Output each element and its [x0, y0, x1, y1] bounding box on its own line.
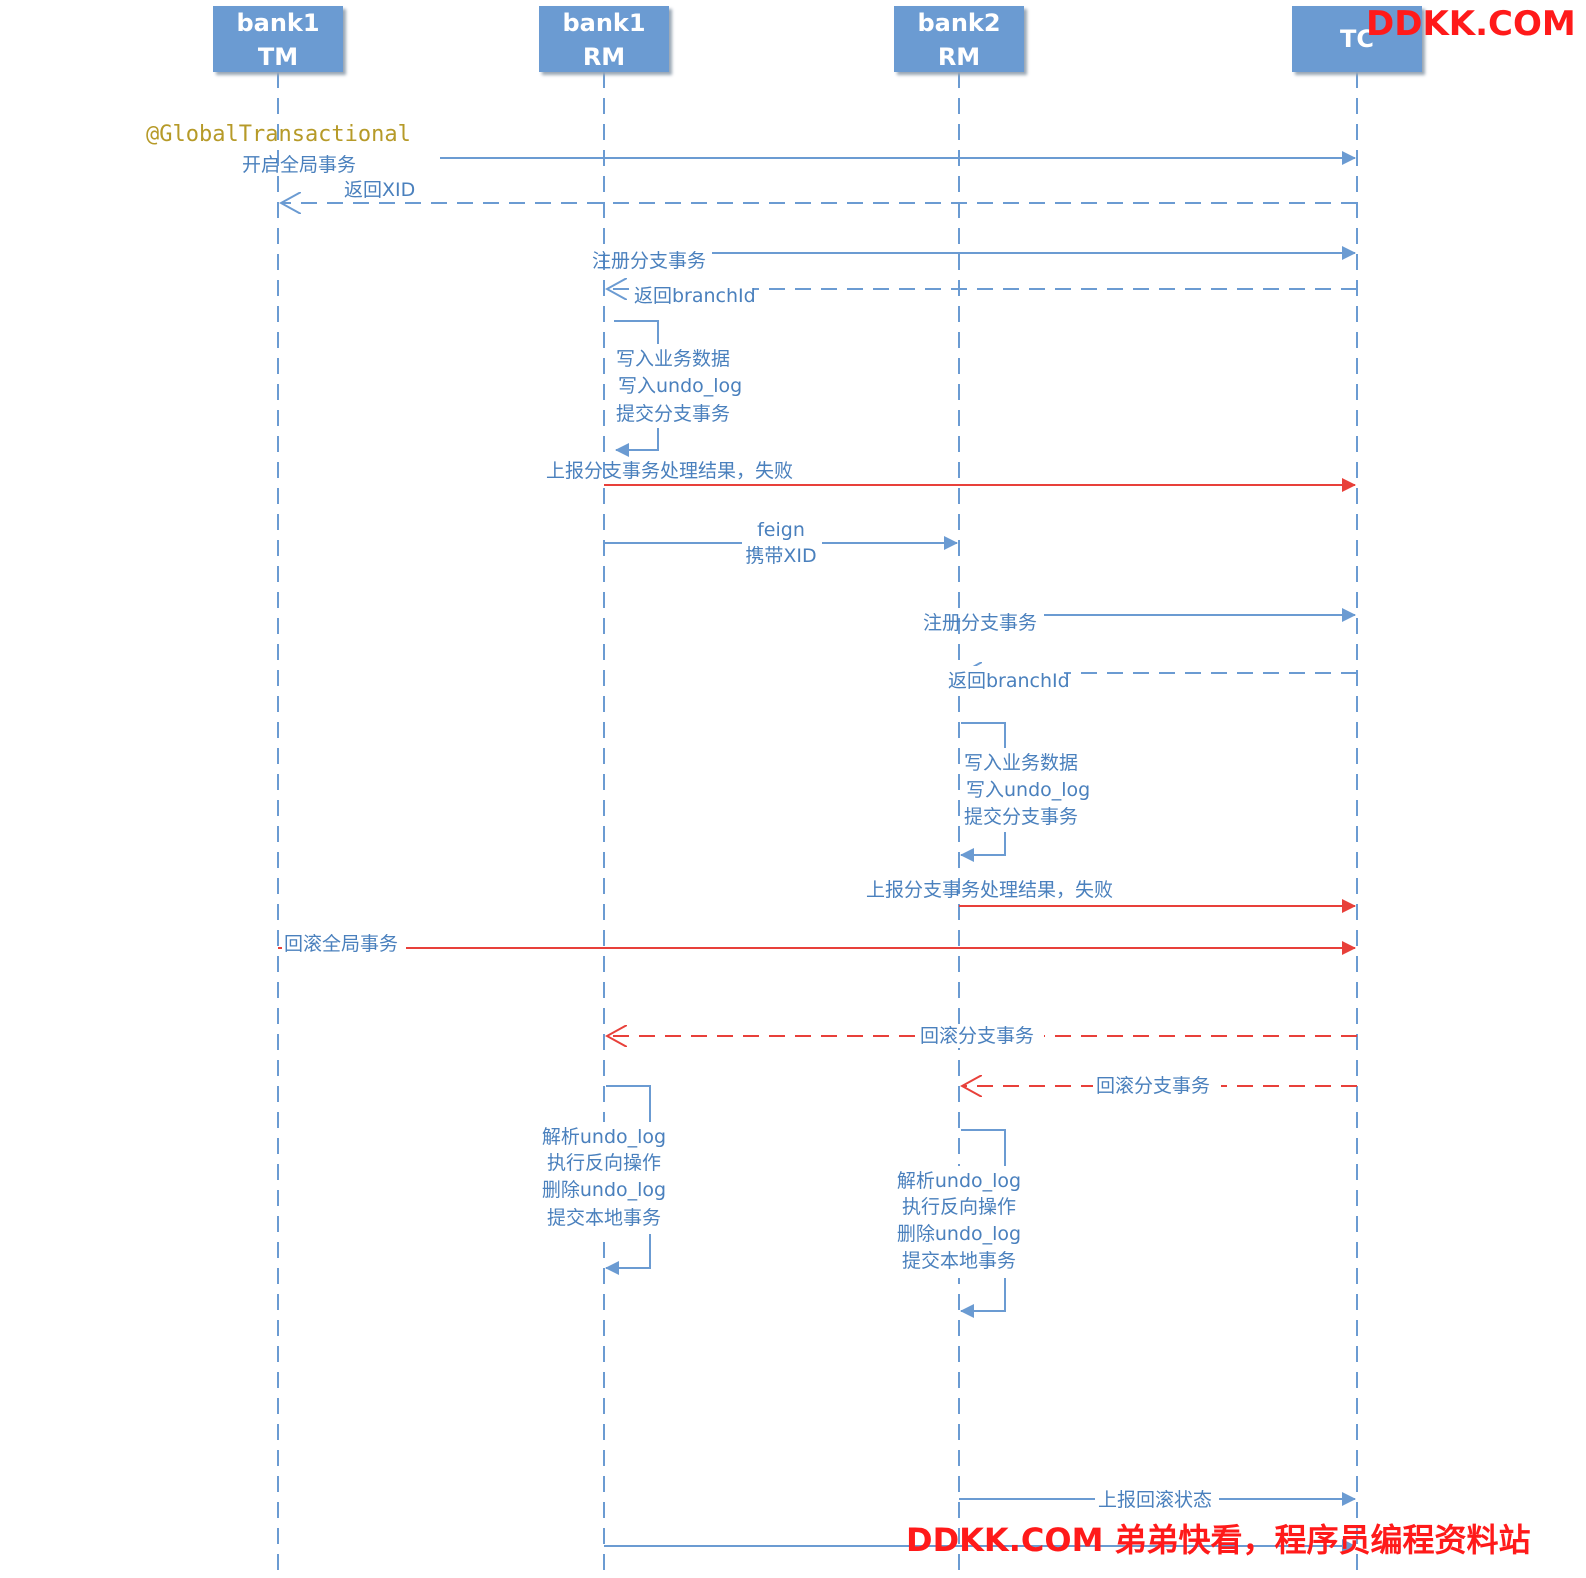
- participant-bank1-rm-line1: bank1: [562, 9, 646, 37]
- label-rollback-global: 回滚全局事务: [284, 933, 398, 955]
- label-bank1-undo-line1: 解析undo_log: [542, 1126, 666, 1148]
- participant-bank1-rm: bank1 RM: [539, 6, 669, 72]
- label-rollback-branch-2: 回滚分支事务: [1096, 1075, 1210, 1097]
- label-report-result-2: 上报分支事务处理结果，失败: [866, 879, 1113, 901]
- participant-tc: TC: [1292, 6, 1422, 72]
- label-feign-line1: feign: [757, 519, 805, 541]
- label-bank2-undo-line4: 提交本地事务: [902, 1250, 1016, 1272]
- label-bank2-write-line2: 写入undo_log: [966, 779, 1090, 801]
- label-bank2-write-line1: 写入业务数据: [964, 752, 1078, 774]
- label-bank1-write-line1: 写入业务数据: [616, 348, 730, 370]
- label-bank1-write-line3: 提交分支事务: [616, 403, 730, 425]
- label-bank2-write-line3: 提交分支事务: [964, 806, 1078, 828]
- participant-tc-label: TC: [1340, 25, 1374, 53]
- label-register-branch-1: 注册分支事务: [592, 250, 706, 272]
- global-transactional-annotation: @GlobalTransactional: [146, 122, 411, 147]
- label-return-xid: 返回XID: [344, 179, 415, 201]
- label-bank2-undo-line1: 解析undo_log: [897, 1170, 1021, 1192]
- label-bank2-undo-line2: 执行反向操作: [902, 1196, 1016, 1218]
- label-return-branchid-1: 返回branchId: [634, 285, 756, 307]
- label-report-result-1: 上报分支事务处理结果，失败: [546, 460, 793, 482]
- participant-bank1-tm: bank1 TM: [213, 6, 343, 72]
- participant-bank2-rm: bank2 RM: [894, 6, 1024, 72]
- label-start-global-tx: 开启全局事务: [242, 154, 356, 176]
- participant-bank1-tm-line2: TM: [257, 43, 299, 71]
- label-rollback-branch-1: 回滚分支事务: [920, 1025, 1034, 1047]
- participant-bank2-rm-line2: RM: [937, 43, 981, 71]
- label-report-rollback-status: 上报回滚状态: [1098, 1489, 1212, 1511]
- participant-bank1-rm-line2: RM: [582, 43, 626, 71]
- participant-bank2-rm-line1: bank2: [917, 9, 1001, 37]
- label-return-branchid-2: 返回branchId: [948, 670, 1070, 692]
- watermark-top: DDKK.COM: [1366, 4, 1576, 44]
- label-feign-line2: 携带XID: [745, 545, 816, 567]
- label-bank2-undo-line3: 删除undo_log: [897, 1223, 1021, 1245]
- label-register-branch-2: 注册分支事务: [923, 612, 1037, 634]
- label-bank1-undo-line3: 删除undo_log: [542, 1179, 666, 1201]
- label-bank1-undo-line4: 提交本地事务: [547, 1207, 661, 1229]
- watermark-bottom: DDKK.COM 弟弟快看，程序员编程资料站: [906, 1521, 1531, 1559]
- label-bank1-undo-line2: 执行反向操作: [547, 1152, 661, 1174]
- participant-bank1-tm-line1: bank1: [236, 9, 320, 37]
- label-bank1-write-line2: 写入undo_log: [618, 375, 742, 397]
